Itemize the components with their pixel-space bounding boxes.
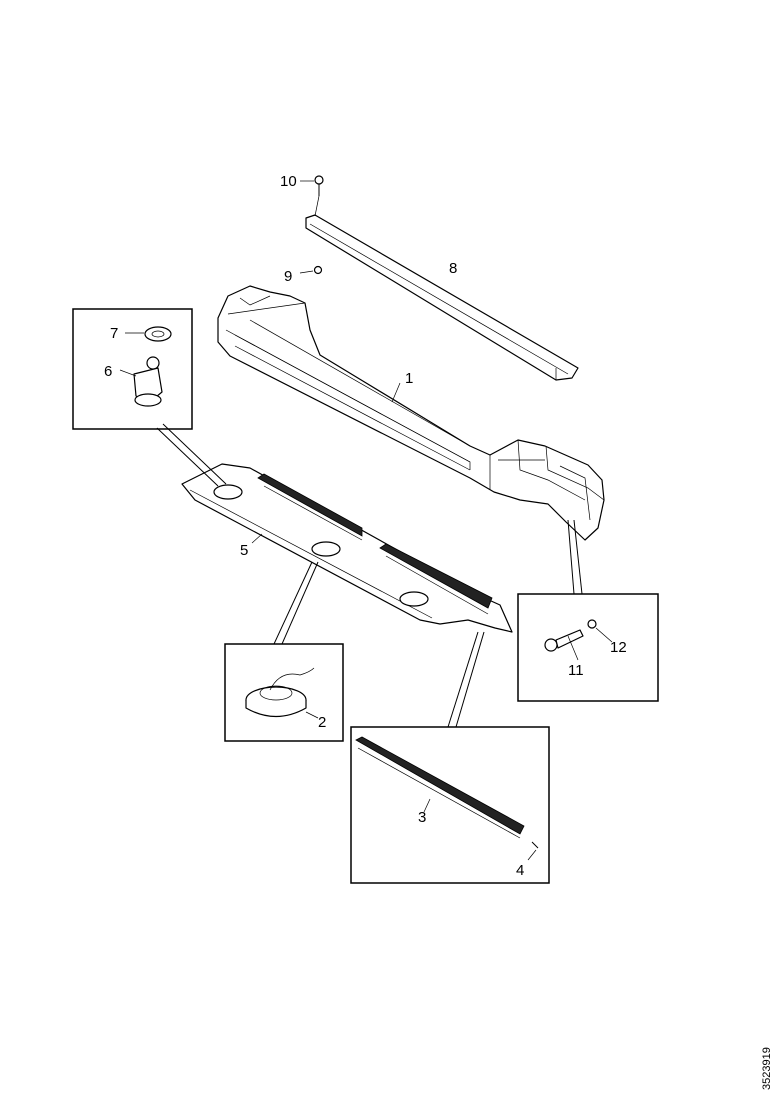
inset-box-6-7 [72, 308, 193, 430]
part-10-bolt [300, 175, 324, 217]
part-3-rail [355, 736, 525, 839]
part-5-lower-panel [181, 463, 513, 633]
leader-6-7-to-panel [156, 423, 227, 487]
reference-number: 3523919 [761, 1047, 773, 1090]
callout-3: 3 [418, 809, 426, 826]
part-11-screw [544, 629, 584, 661]
callout-10: 10 [280, 173, 297, 190]
part-7-seal [125, 326, 172, 342]
part-1-main-bracket [217, 285, 605, 541]
part-6-fitting [119, 356, 163, 407]
inset-box-2 [224, 643, 344, 742]
callout-6: 6 [104, 363, 112, 380]
leader-2-to-panel [273, 561, 319, 645]
callout-8: 8 [449, 260, 457, 277]
part-8-strip [305, 214, 579, 381]
callout-4: 4 [516, 862, 524, 879]
callout-5: 5 [240, 542, 248, 559]
callout-2: 2 [318, 714, 326, 731]
part-9-nut [299, 265, 323, 275]
callout-12: 12 [610, 639, 627, 656]
inset-box-11-12 [517, 593, 659, 702]
callout-9: 9 [284, 268, 292, 285]
callout-1: 1 [405, 370, 413, 387]
part-2-sensor [245, 667, 319, 719]
part-4-pin [527, 841, 539, 861]
leader-11-12-to-bracket [567, 519, 583, 595]
callout-7: 7 [110, 325, 118, 342]
inset-box-3-4 [350, 726, 550, 884]
callout-11: 11 [568, 662, 584, 679]
part-12-washer [587, 619, 613, 643]
leader-3-4-to-panel [447, 631, 485, 728]
